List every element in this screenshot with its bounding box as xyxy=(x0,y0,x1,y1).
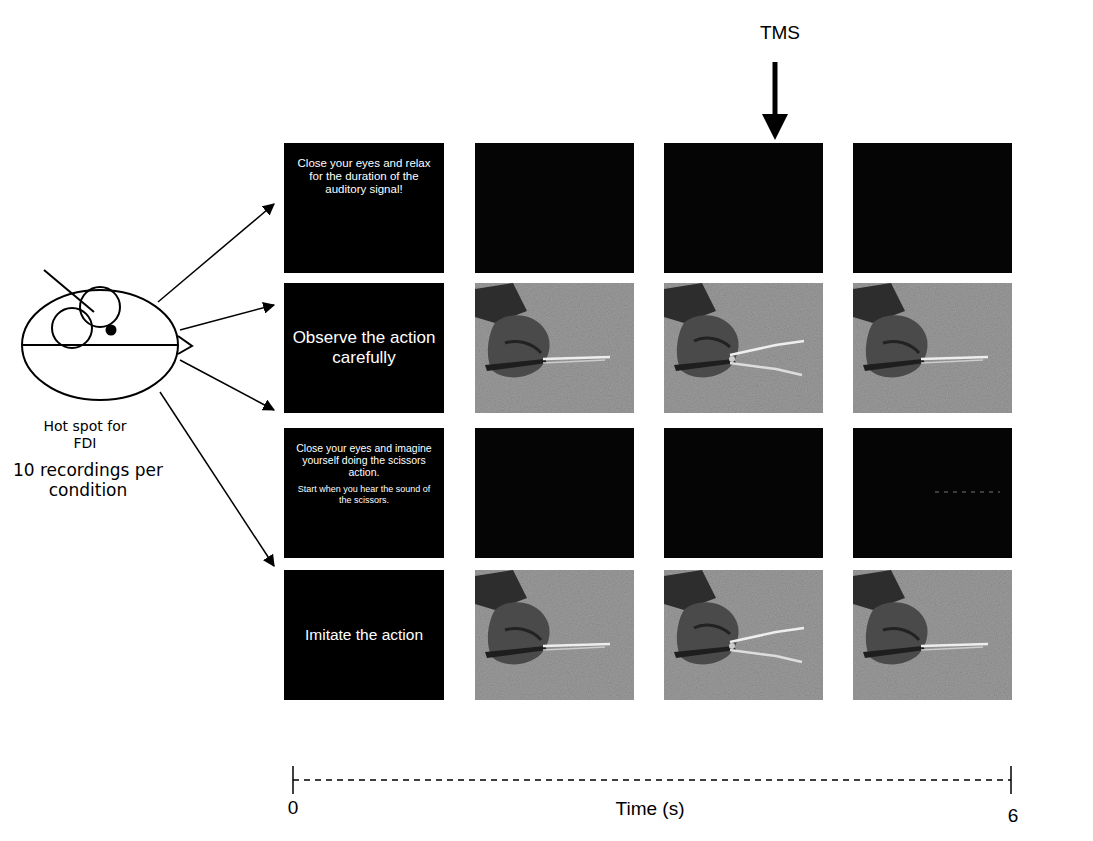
instruction-box: Close your eyes and relax for the durati… xyxy=(284,143,444,273)
trial-count-label: 10 recordings per condition xyxy=(8,460,168,501)
instruction-box: Observe the action carefully xyxy=(284,283,444,413)
instruction-box: Imitate the action xyxy=(284,570,444,700)
axis-title: Time (s) xyxy=(590,798,710,821)
tms-arrow xyxy=(762,62,788,140)
stimulus-label: TMS xyxy=(745,22,815,45)
instruction-text: Close your eyes and imagine yourself doi… xyxy=(292,442,436,478)
axis-tick-label: 0 xyxy=(280,797,306,820)
head-schematic xyxy=(22,270,192,400)
instruction-text: Observe the action carefully xyxy=(292,328,436,367)
axis-tick-label: 6 xyxy=(1000,805,1026,828)
time-axis xyxy=(293,766,1011,794)
site-label: Hot spot for FDI xyxy=(30,418,140,452)
faint-dash xyxy=(935,492,1000,493)
condition-arrows xyxy=(158,204,274,566)
instruction-text: Imitate the action xyxy=(305,626,423,644)
instruction-note: Start when you hear the sound of the sci… xyxy=(292,484,436,505)
instruction-box: Close your eyes and imagine yourself doi… xyxy=(284,428,444,558)
instruction-text: Close your eyes and relax for the durati… xyxy=(292,157,436,197)
video-frames xyxy=(475,283,1012,700)
blank-frames xyxy=(475,143,1012,558)
